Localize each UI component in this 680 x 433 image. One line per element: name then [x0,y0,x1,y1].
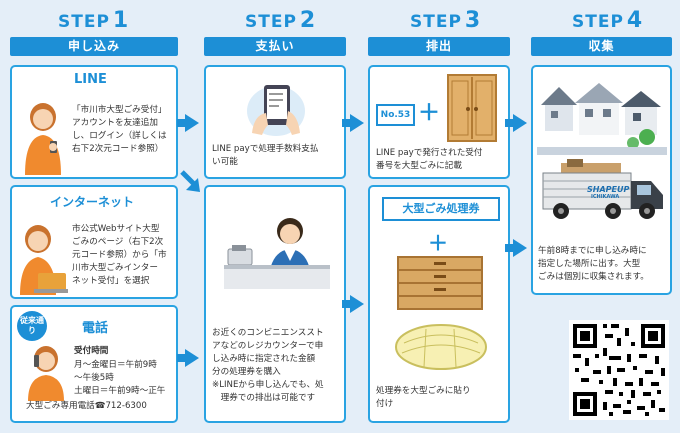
qr-code[interactable] [569,320,669,420]
phone-number: 大型ごみ専用電話☎712-6300 [26,401,147,411]
futon-icon [395,324,487,370]
plus-icon: ＋ [418,101,441,126]
arrow-right-icon [177,349,199,367]
arrow-right-icon [342,114,364,132]
truck-logo-text: SHAPEUP [587,185,630,194]
line-desc: 「市川市大型ごみ受付」アカウントを友達追加し、ログイン（詳しくは右下2次元コード… [72,105,167,154]
internet-apply-box: インターネット 市公式Webサイト大型ごみのページ（右下2次元コード参照）から「… [10,185,178,299]
woman-phone-icon [25,103,61,175]
step3-title: 排出 [368,37,510,56]
traditional-badge: 従来通り [17,311,47,341]
store-pay-box: お近くのコンビニエンスストアなどのレジカウンターで申し込み時に指定された金額分の… [204,185,346,423]
arrow-down-right-icon [180,170,200,192]
phone-hours-label: 受付時間 [74,346,109,356]
line-discharge-desc: LINE payで発行された受付番号を大型ごみに記載 [376,148,483,171]
line-pay-box: LINE payで処理手数料支払い可能 [204,65,346,179]
phone-hours: 月～金曜日＝午前9時～午後5時土曜日＝午前9時～正午 [74,360,166,396]
line-discharge-box: No.53 ＋ LINE payで発行された受付番号を大型ごみに記載 [368,65,510,179]
step4-title: 収集 [531,37,672,56]
internet-title: インターネット [50,195,135,209]
chest-of-drawers-icon [397,256,483,310]
store-pay-desc: お近くのコンビニエンスストアなどのレジカウンターで申し込み時に指定された金額分の… [212,328,324,403]
step2-title: 支払い [204,37,346,56]
collection-desc: 午前8時までに申し込み時に指定した場所に出す。大型ごみは個別に収集されます。 [538,246,649,282]
internet-desc: 市公式Webサイト大型ごみのページ（右下2次元コード参照）から「市川市大型ごみイ… [72,224,167,286]
line-title: LINE [74,72,107,87]
ticket-discharge-desc: 処理券を大型ごみに貼り付け [376,386,471,409]
woman-laptop-icon [20,225,68,295]
receipt-number-label: No.53 [376,104,415,126]
ticket-discharge-box: 大型ごみ処理券 ＋ 処理券を大型ごみに貼り付け [368,185,510,423]
arrow-right-icon [505,239,527,257]
garbage-truck-icon [542,159,663,219]
truck-logo-subtext: ICHIKAWA [591,194,620,200]
qr-code-icon [569,320,669,420]
arrow-right-icon [177,114,199,132]
woman-telephone-icon [28,346,64,401]
disposal-ticket-label: 大型ごみ処理券 [382,197,500,221]
arrow-right-icon [342,295,364,313]
collection-box: SHAPEUP ICHIKAWA 午前8時までに申し込み時に指定した場所に出す。… [531,65,672,295]
line-apply-box: LINE 「市川市大型ごみ受付」アカウントを友達追加し、ログイン（詳しくは右下2… [10,65,178,179]
smartphone-hands-icon [247,85,305,136]
cashier-counter-icon [224,218,330,289]
step1-title: 申し込み [10,37,178,56]
phone-title: 電話 [82,321,109,336]
phone-apply-box: 従来通り 電話 受付時間 月～金曜日＝午前9時～午後5時土曜日＝午前9時～正午 … [10,305,178,423]
houses-icon [537,83,667,155]
arrow-right-icon [505,114,527,132]
line-pay-desc: LINE payで処理手数料支払い可能 [212,144,319,167]
plus-icon: ＋ [428,231,448,255]
wardrobe-icon [447,74,497,142]
